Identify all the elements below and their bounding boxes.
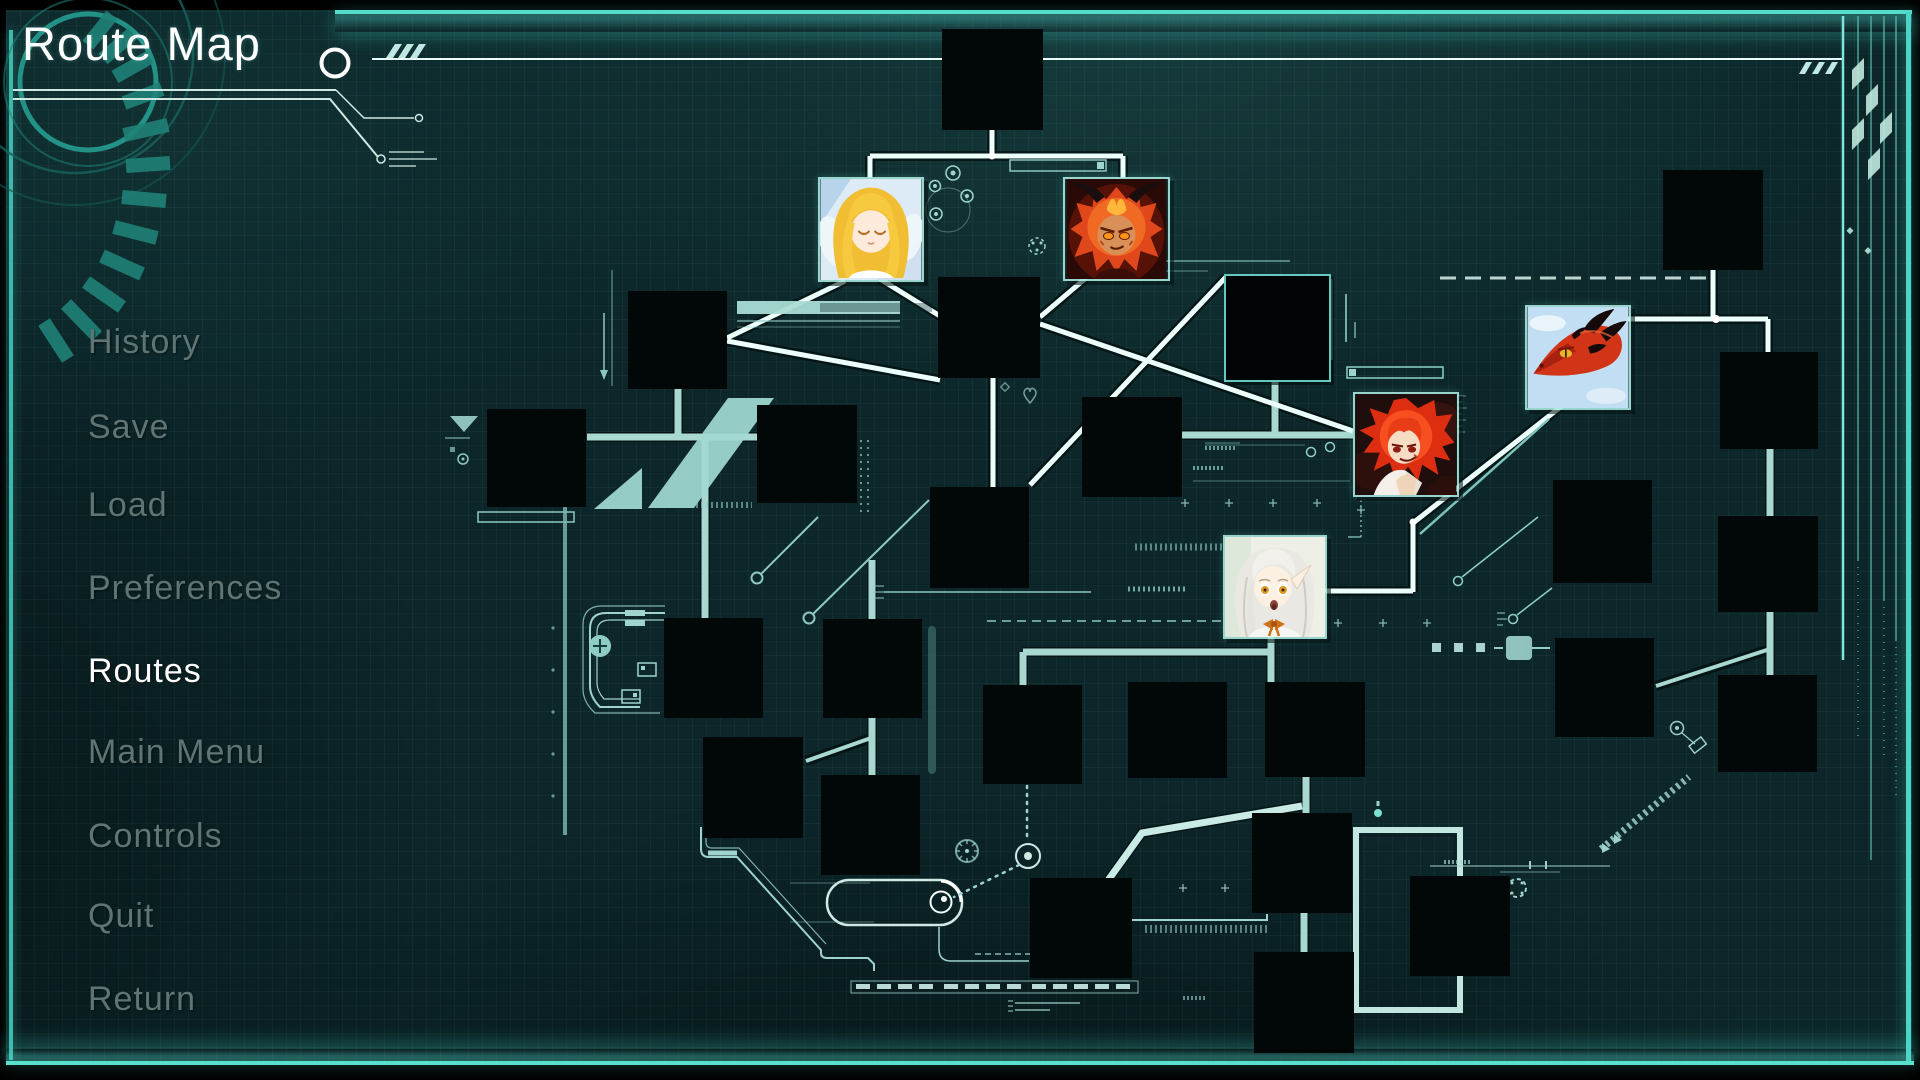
locked-route-node[interactable] — [1254, 952, 1354, 1053]
spinner-fan-decoration — [38, 10, 171, 363]
locked-route-node[interactable] — [703, 737, 803, 838]
connector-lines-pale — [587, 378, 1774, 953]
heart-icon — [1023, 387, 1037, 405]
circuit-emblem-decoration — [582, 605, 665, 714]
locked-route-node[interactable] — [1663, 170, 1763, 270]
portrait-node-red-dragon[interactable] — [1525, 305, 1631, 410]
locked-route-node[interactable] — [757, 405, 857, 503]
bottom-center-decorations — [700, 784, 1268, 1012]
corner-arcs-decoration — [0, 0, 226, 206]
menu-item-controls[interactable]: Controls — [88, 817, 223, 855]
right-mid-decorations — [1165, 260, 1712, 892]
frame-left-border — [9, 30, 13, 1060]
portrait-node-red-rogue[interactable] — [1353, 392, 1459, 497]
locked-route-node[interactable] — [1224, 274, 1331, 382]
locked-route-node[interactable] — [1128, 682, 1227, 778]
locked-route-node[interactable] — [1030, 878, 1132, 978]
locked-route-node[interactable] — [1555, 638, 1654, 737]
locked-route-node[interactable] — [983, 685, 1082, 784]
portrait-node-fire-horned[interactable] — [1063, 177, 1170, 281]
locked-route-node[interactable] — [1720, 352, 1818, 449]
locked-route-node[interactable] — [664, 618, 763, 718]
connector-lines-white — [725, 130, 1771, 594]
locked-route-node[interactable] — [1082, 397, 1182, 497]
center-thin-decorations — [445, 159, 1350, 835]
locked-route-node[interactable] — [628, 291, 727, 389]
locked-route-node[interactable] — [821, 775, 920, 875]
title-underline-decoration — [13, 47, 437, 167]
slash-marks-icon — [386, 44, 1838, 74]
portrait-node-blonde-fairy[interactable] — [818, 177, 924, 282]
menu-item-return[interactable]: Return — [88, 980, 197, 1018]
locked-route-node[interactable] — [1553, 480, 1652, 583]
menu-item-routes[interactable]: Routes — [88, 652, 202, 690]
locked-route-node[interactable] — [487, 409, 586, 507]
frame-right-border — [1906, 12, 1911, 1062]
menu-item-quit[interactable]: Quit — [88, 897, 155, 935]
locked-route-node[interactable] — [930, 487, 1029, 588]
locked-route-node[interactable] — [942, 29, 1043, 130]
connector-diagonals-pale — [805, 647, 1771, 763]
menu-item-preferences[interactable]: Preferences — [88, 569, 283, 607]
locked-route-node[interactable] — [1410, 876, 1510, 976]
connector-bent-bright — [1101, 802, 1303, 889]
portrait-node-silver-elf[interactable] — [1223, 535, 1327, 639]
locked-route-node[interactable] — [823, 619, 922, 718]
bubble-decorations — [925, 165, 1046, 405]
bottom-right-decorations — [1353, 720, 1708, 1013]
menu-item-history[interactable]: History — [88, 323, 201, 361]
menu-item-save[interactable]: Save — [88, 408, 170, 446]
locked-route-node[interactable] — [1252, 813, 1352, 913]
right-circuit-column-decoration — [1841, 16, 1897, 860]
locked-route-node[interactable] — [1718, 675, 1817, 772]
locked-route-node[interactable] — [1265, 682, 1365, 777]
menu-item-main-menu[interactable]: Main Menu — [88, 733, 266, 771]
locked-route-node[interactable] — [938, 277, 1040, 378]
locked-route-node[interactable] — [1718, 516, 1818, 612]
connector-parallel-thin — [1419, 418, 1550, 535]
page-title: Route Map — [22, 17, 261, 70]
menu-item-load[interactable]: Load — [88, 486, 168, 524]
